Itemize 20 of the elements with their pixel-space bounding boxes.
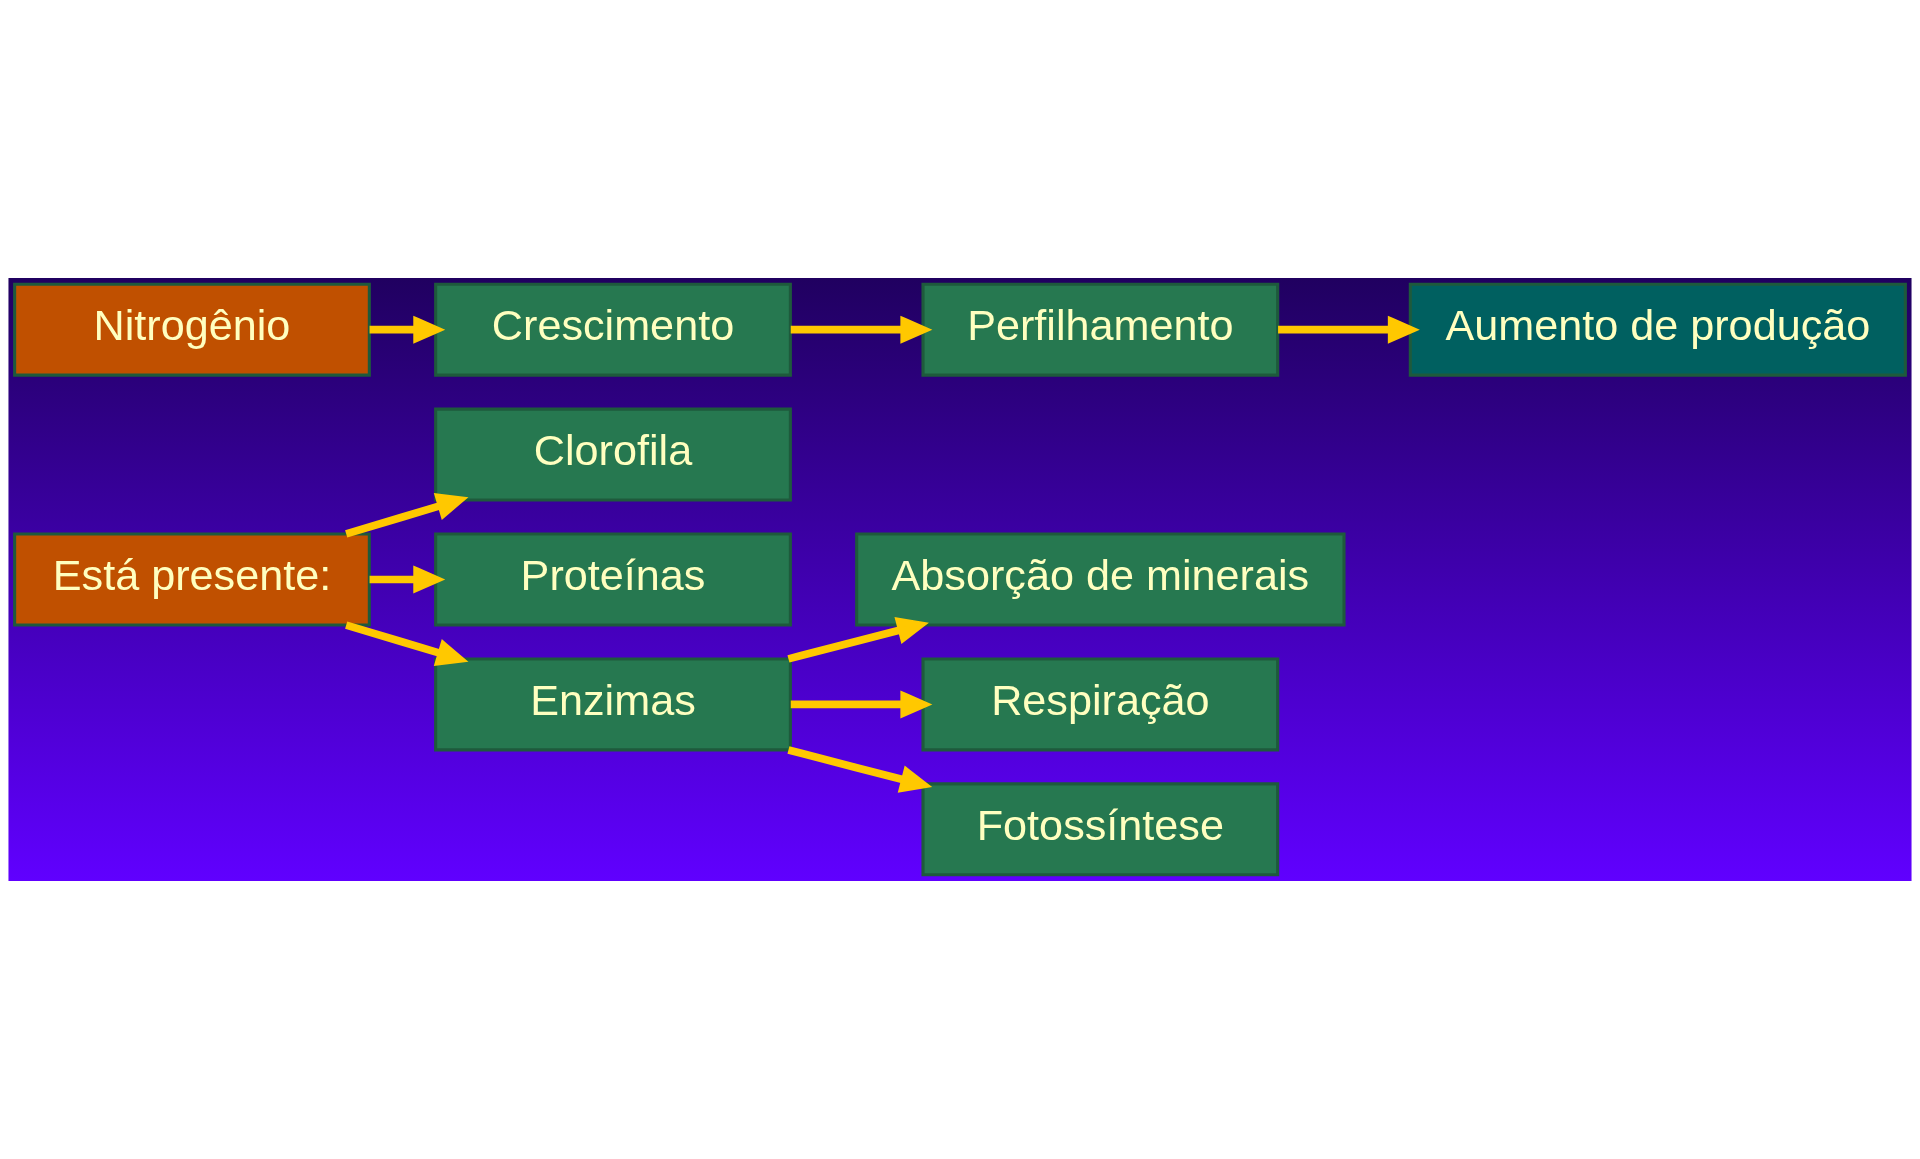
arrow — [345, 493, 469, 538]
arrow — [787, 746, 933, 793]
arrow — [787, 617, 929, 663]
node-box: Enzimas — [434, 657, 792, 752]
node-box: Aumento de produção — [1408, 282, 1907, 377]
node-box: Clorofila — [434, 407, 792, 502]
node-box: Fotossíntese — [921, 782, 1280, 877]
arrow — [369, 565, 446, 594]
node-box: Proteínas — [434, 532, 792, 627]
arrow — [369, 315, 446, 344]
node-box: Crescimento — [434, 282, 792, 377]
node-box: Nitrogênio — [13, 282, 371, 377]
node-box: Está presente: — [13, 532, 371, 627]
node-box: Respiração — [921, 657, 1280, 752]
arrow — [790, 690, 933, 719]
arrow — [790, 315, 933, 344]
arrow — [345, 621, 469, 666]
node-box: Perfilhamento — [921, 282, 1280, 377]
node-box: Absorção de minerais — [855, 532, 1346, 627]
arrow — [1278, 315, 1420, 344]
